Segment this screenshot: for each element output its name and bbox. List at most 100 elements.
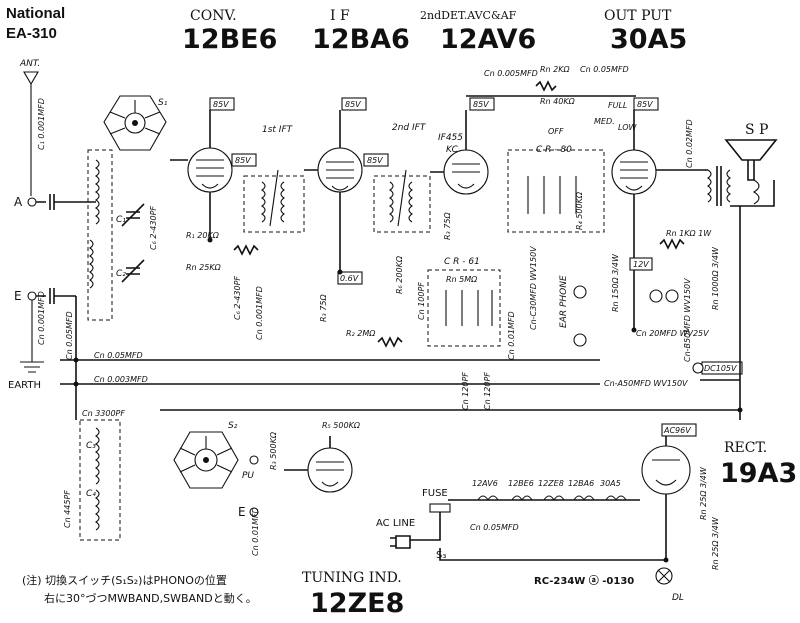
model-number: EA-310 (6, 25, 57, 42)
cap-cn120-b-label: Cn 120PF (483, 372, 492, 410)
tube-30a5 (611, 149, 657, 195)
res-2m-label: R₂ 2MΩ (346, 329, 376, 338)
res-500k-b-label: R₄ 500KΩ (575, 191, 584, 230)
res-25k-label: Rn 25KΩ (186, 263, 222, 272)
voltage-85v-6: 85V (637, 100, 653, 109)
tube-12be6 (187, 147, 233, 193)
tone-low-label: LOW (618, 123, 638, 132)
part-number: RC-234W ⓐ -0130 (534, 574, 634, 587)
det-tube-type: 12AV6 (440, 24, 536, 55)
switch-note-line1: (注) 切換スイッチ(S₁S₂)はPHONOの位置 (22, 573, 227, 587)
cr61-network (427, 269, 501, 347)
ear-phone-jack-icon (573, 285, 587, 347)
cap-cn005b-label: Cn 0.05MFD (470, 523, 519, 532)
voltage-85v-2-box (231, 153, 257, 167)
cap-cn0005-top-label: Cn 0.005MFD (484, 69, 538, 78)
res-150-label: Rn 150Ω 3/4W (611, 253, 620, 312)
switch-s2-label: S₂ (228, 421, 238, 431)
if-freq-unit: KC (446, 145, 459, 155)
cap-cn001c-label: Cn 0.01MFD (251, 507, 260, 556)
res-25w-b-label: Rn 25Ω 3/4W (711, 516, 720, 570)
cap-c1-label: C₁ 0.001MFD (37, 98, 46, 150)
ac-plug-icon (390, 535, 411, 549)
first-ift-label: 1st IFT (262, 125, 294, 135)
tube-12ba6 (317, 147, 363, 193)
voltage-85v-3: 85V (345, 100, 361, 109)
a-terminal-label: A (14, 195, 23, 209)
res-75b-label: R₃ 75Ω (443, 212, 452, 240)
switch-note-line2: 右に30°づつMWBAND,SWBANDと動く。 (44, 591, 257, 605)
cap-c1b-label: C₁ (116, 215, 126, 225)
cap-cn30-label: Cn-C30MFD WV150V (529, 246, 538, 330)
power-switch-s3-label: S₃ (436, 550, 446, 561)
voltage-85v-4: 85V (367, 156, 383, 165)
switch-s1-label: S₁ (158, 98, 168, 108)
cap-c4-label: C₄ (86, 489, 96, 499)
cap-cn001b-label: Cn 0.01MFD (507, 311, 516, 360)
cap-cn3300-label: Cn 3300PF (82, 409, 125, 418)
e-terminal-label: E (14, 289, 22, 303)
tube-12av6 (443, 149, 489, 195)
conv-tube-type: 12BE6 (182, 24, 277, 55)
dial-lamp-label: DL (672, 593, 684, 603)
fuse-label: FUSE (422, 488, 448, 499)
voltage-85v-6-box (633, 97, 659, 111)
speaker-label: S P (745, 122, 768, 138)
second-if-transformer (373, 169, 431, 233)
tuning-tube-type: 12ZE8 (310, 588, 404, 619)
second-ift-label: 2nd IFT (392, 123, 427, 133)
out-stage-label: OUT PUT (604, 8, 672, 24)
cap-cn005-b-label: Cn 0.05MFD (94, 351, 143, 360)
cap-cn0001-label: Cn 0.001MFD (37, 291, 46, 345)
electrolytic-cap-1 (649, 289, 663, 303)
if-freq-label: IF455 (438, 133, 463, 143)
ac-line-label: AC LINE (376, 518, 415, 529)
electrolytic-cap-3 (692, 362, 704, 374)
if-stage-label: I F (330, 8, 350, 24)
cr80-label: C R - 80 (536, 145, 572, 155)
cap-cn445-label: Cn 445PF (63, 490, 72, 528)
voltage-dc105v: DC105V (704, 364, 737, 373)
voltage-85v-2: 85V (235, 156, 251, 165)
res-1000-label: Rn 1000Ω 3/4W (711, 246, 720, 310)
cap-cn20-label: Cn 20MFD WV25V (636, 329, 709, 338)
cap-cn120-a-label: Cn 120PF (461, 372, 470, 410)
conv-stage-label: CONV. (190, 8, 237, 24)
cap-cn430-label: C₆ 2-430PF (149, 206, 158, 250)
voltage-12v-box (629, 257, 653, 271)
tone-med-label: MED. (594, 117, 615, 126)
tone-full-label: FULL (608, 101, 627, 110)
voltage-12v: 12V (633, 260, 649, 269)
cr61-label: C R - 61 (444, 257, 480, 267)
oscillator-coil (79, 419, 121, 541)
cap-cna50-label: Cn-A50MFD WV150V (604, 379, 688, 388)
voltage-85v-5: 85V (473, 100, 489, 109)
heater-12ze8: 12ZE8 (538, 479, 564, 488)
cap-cn002-label: Cn 0.02MFD (685, 119, 694, 168)
fuse-icon (429, 503, 451, 513)
res-40k-label: Rn 40KΩ (540, 97, 576, 106)
res-25w-label: Rn 25Ω 3/4W (699, 466, 708, 520)
brand-name: National (6, 5, 65, 22)
band-switch-s2 (173, 431, 239, 489)
voltage-85v-3-box (341, 97, 367, 111)
if-tube-type: 12BA6 (312, 24, 410, 55)
tone-off-label: OFF (548, 127, 564, 136)
res-75-label: R₃ 75Ω (319, 294, 328, 322)
tuning-stage-label: TUNING IND. (302, 570, 402, 586)
first-if-transformer (243, 169, 305, 233)
voltage-85v-1: 85V (213, 100, 229, 109)
dial-lamp-icon (655, 567, 673, 585)
res-1k-label: Rn 1KΩ 1W (666, 229, 712, 238)
res-2k-label: Rn 2KΩ (540, 65, 571, 74)
a-terminal (27, 197, 37, 207)
heater-30a5: 30A5 (600, 479, 621, 488)
ear-phone-label: EAR PHONE (559, 275, 569, 328)
cap-cn001-label: Cn 0.001MFD (255, 286, 264, 340)
heater-12av6: 12AV6 (472, 479, 498, 488)
antenna-coil (87, 149, 113, 321)
voltage-85v-4-box (363, 153, 389, 167)
cap-cn430-b-label: C₆ 2-430PF (233, 276, 242, 320)
cap-cn003-label: Cn 0.003MFD (94, 375, 148, 384)
